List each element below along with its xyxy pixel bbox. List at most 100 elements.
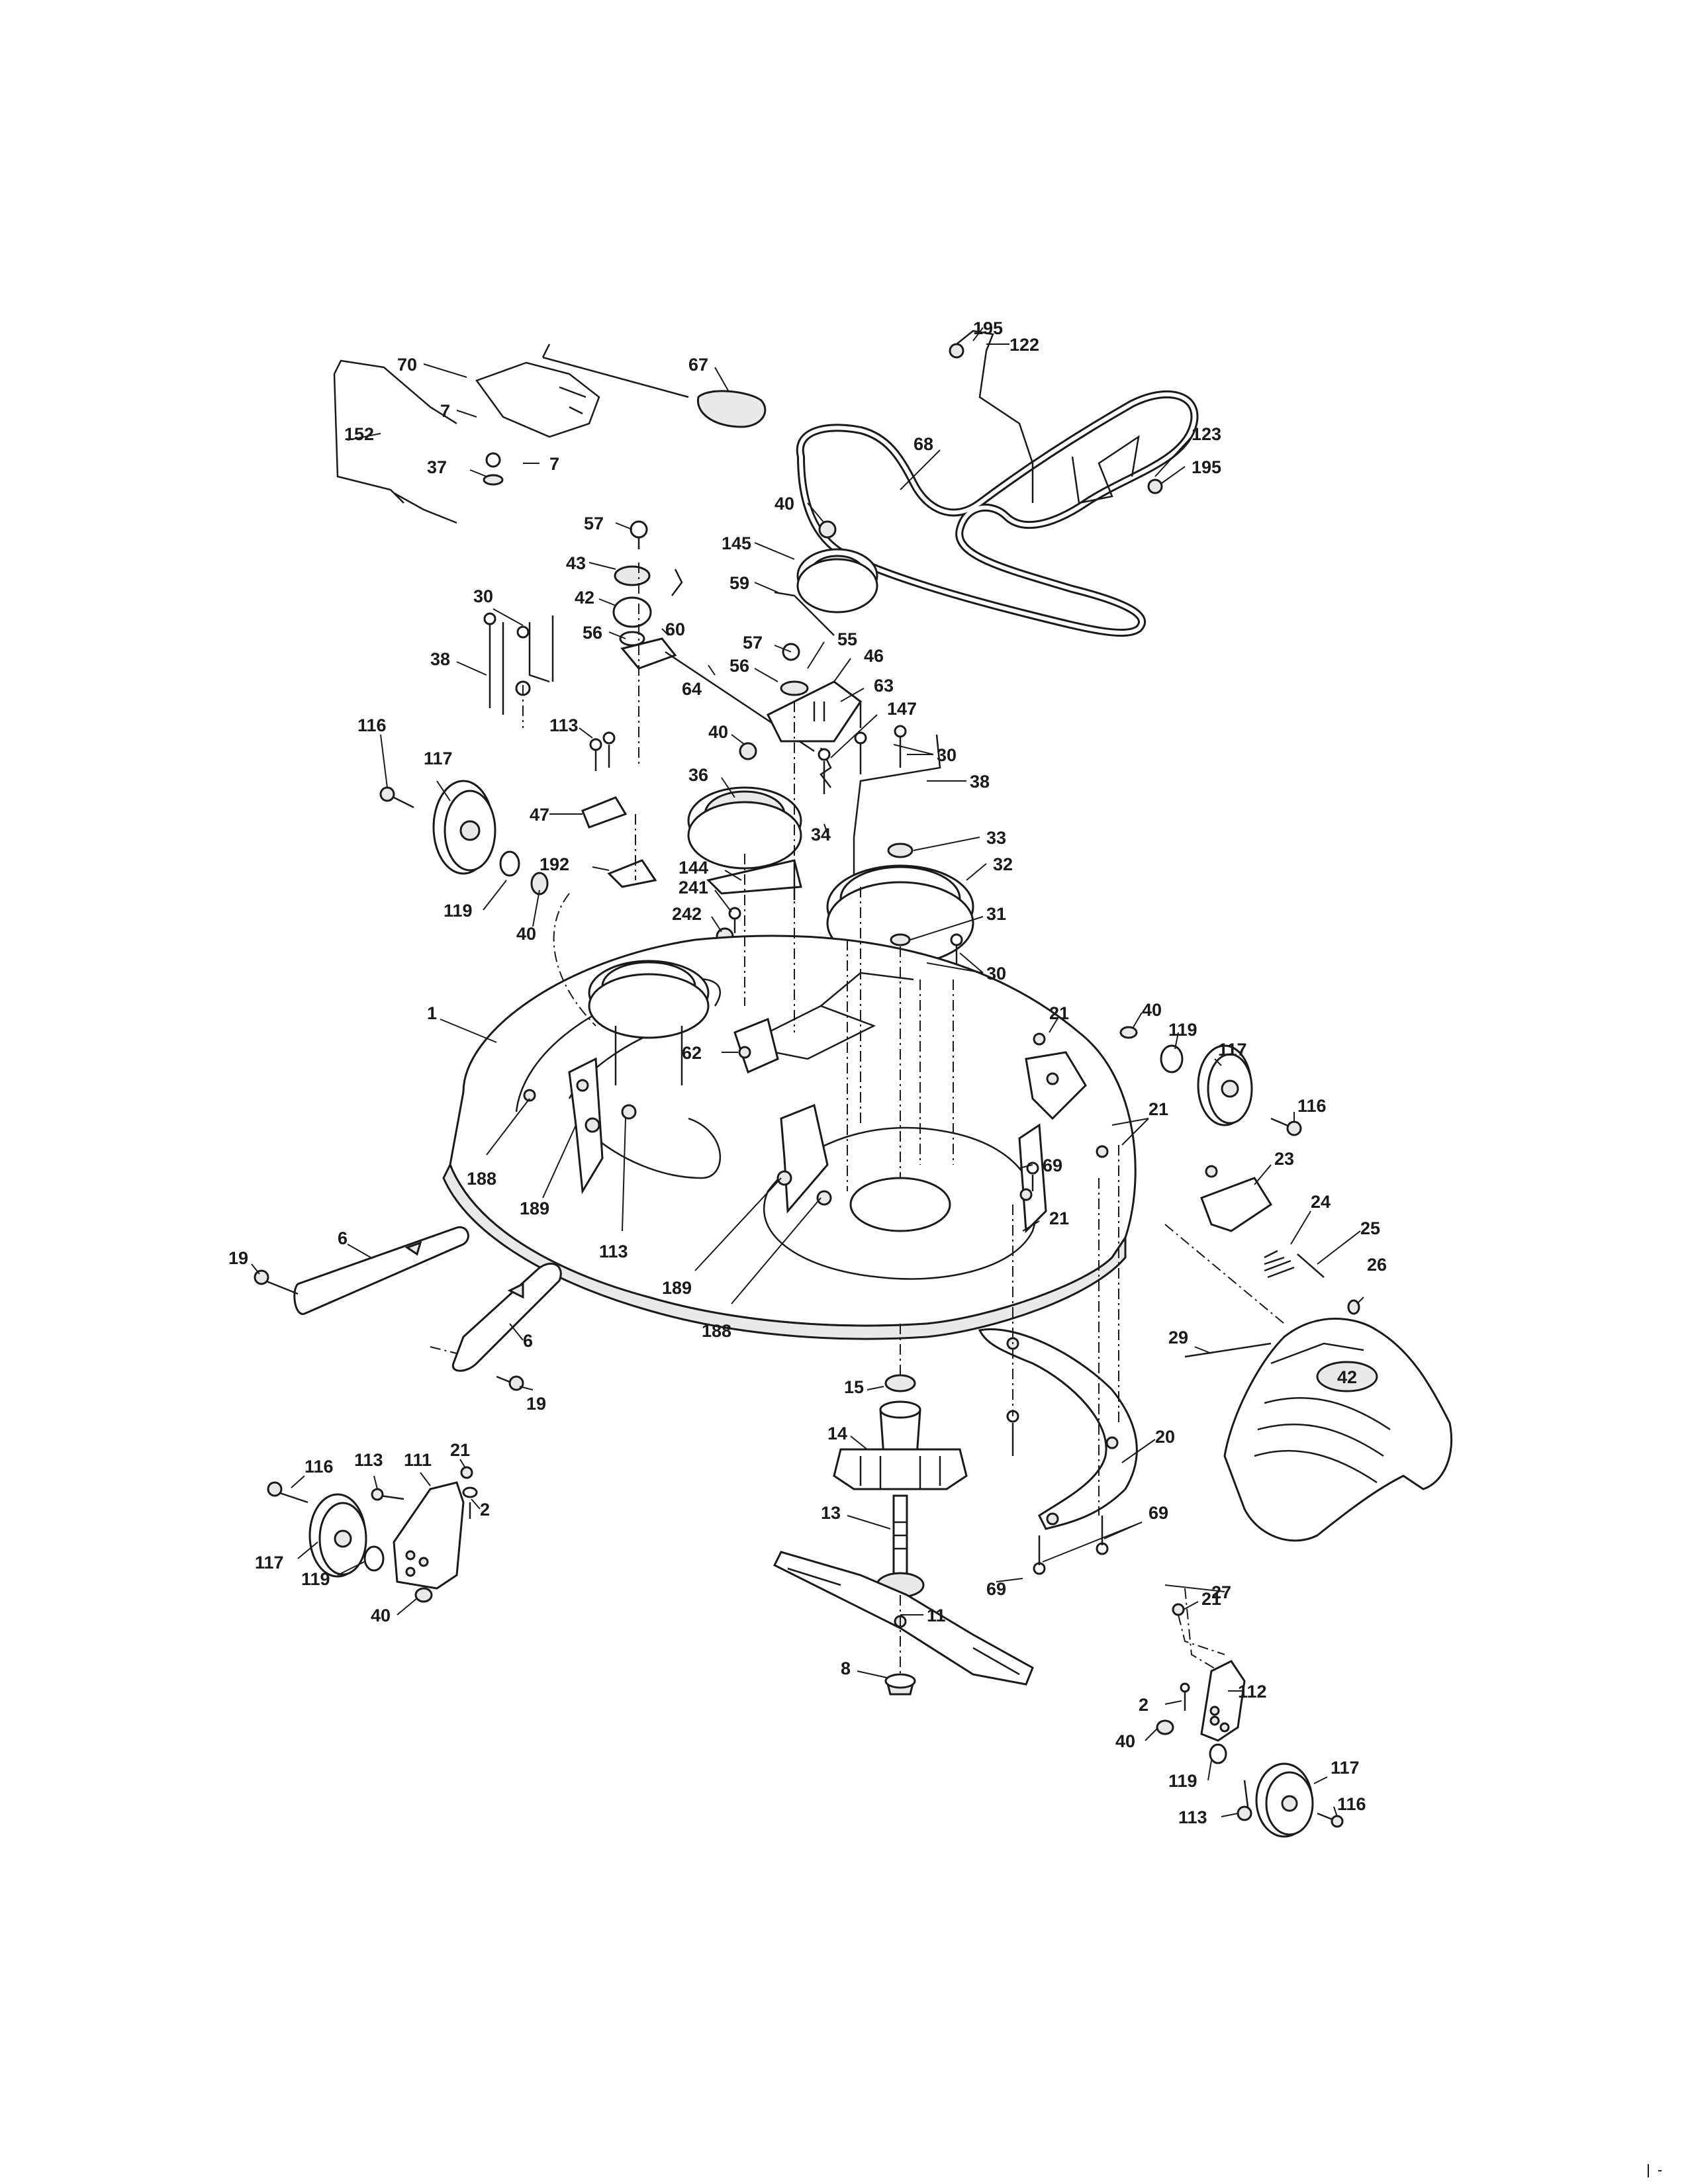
callout-56-right: 56 — [729, 656, 749, 676]
callout-56-left: 56 — [583, 623, 602, 643]
callout-116-lower-right: 116 — [1337, 1794, 1366, 1814]
callout-147: 147 — [887, 699, 917, 719]
callout-21-lower-right: 21 — [1201, 1589, 1221, 1609]
callout-116-lower-left: 116 — [305, 1457, 334, 1477]
callout-40-right: 40 — [1142, 1000, 1162, 1020]
callout-111: 111 — [404, 1450, 432, 1470]
callout-195-top: 195 — [973, 318, 1003, 338]
callout-40-lower-right: 40 — [1115, 1731, 1135, 1751]
callout-122: 122 — [1009, 335, 1039, 355]
lift-knob — [696, 390, 767, 428]
callout-38-right: 38 — [970, 772, 990, 792]
callout-7-upper: 7 — [440, 401, 450, 421]
callout-69-lower: 69 — [1149, 1503, 1168, 1523]
idler-arm-lower — [766, 643, 863, 788]
deck-pulley-left — [588, 960, 710, 1085]
callout-42: 42 — [575, 588, 594, 608]
callout-195-right: 195 — [1192, 457, 1221, 477]
callout-64: 64 — [682, 679, 702, 699]
callout-24: 24 — [1311, 1192, 1331, 1212]
callout-37: 37 — [427, 457, 447, 477]
callout-8: 8 — [841, 1659, 851, 1678]
callout-6-lower: 6 — [523, 1331, 533, 1351]
callout-63: 63 — [874, 676, 894, 696]
callout-7-lower: 7 — [549, 454, 559, 474]
drive-belt — [796, 390, 1199, 637]
callout-36: 36 — [688, 765, 708, 785]
callouts: 195 122 70 67 7 7 152 37 68 123 195 40 5… — [228, 318, 1387, 1827]
callout-113-lower-left: 113 — [354, 1450, 383, 1470]
callout-117-upper: 117 — [424, 749, 453, 768]
callout-21-top: 21 — [1049, 1003, 1069, 1023]
gauge-wheel-upper-left — [379, 780, 549, 895]
callout-241: 241 — [679, 878, 708, 897]
callout-242: 242 — [672, 904, 702, 924]
callout-145: 145 — [722, 533, 751, 553]
callout-29: 29 — [1168, 1328, 1188, 1347]
callout-20: 20 — [1155, 1427, 1175, 1447]
callout-30-lower: 30 — [986, 964, 1006, 983]
callout-30-mid: 30 — [937, 745, 957, 765]
callout-15: 15 — [844, 1377, 864, 1397]
callout-47: 47 — [530, 805, 549, 825]
callout-30-left: 30 — [473, 586, 493, 606]
callout-57-upper: 57 — [584, 514, 604, 533]
callout-33: 33 — [986, 828, 1006, 848]
callout-2-lower-left: 2 — [480, 1500, 490, 1520]
callout-117-lower-right: 117 — [1331, 1758, 1360, 1778]
baffle-20 — [978, 1328, 1138, 1530]
callout-116-upper: 116 — [357, 715, 387, 735]
spindle-assembly — [833, 1374, 968, 1598]
callout-144: 144 — [679, 858, 708, 878]
callout-116-right: 116 — [1297, 1096, 1327, 1116]
side-bracket-lower — [430, 1262, 562, 1391]
callout-119-lower-right: 119 — [1168, 1771, 1197, 1791]
callout-26: 26 — [1367, 1255, 1387, 1275]
leader-lines — [251, 327, 1364, 1817]
belt-keepers — [949, 330, 1163, 504]
callout-6-upper: 6 — [338, 1228, 348, 1248]
callout-34: 34 — [811, 825, 831, 844]
lift-link-assembly — [333, 343, 689, 524]
callout-69-left: 69 — [986, 1579, 1006, 1599]
gauge-wheel-lower-right — [1156, 1603, 1344, 1838]
callout-60: 60 — [665, 619, 685, 639]
gauge-wheel-lower-left — [267, 1466, 478, 1603]
idler-pulley-upper — [796, 520, 878, 614]
callout-1: 1 — [427, 1003, 437, 1023]
callout-119-right: 119 — [1168, 1020, 1197, 1040]
callout-112: 112 — [1238, 1682, 1267, 1702]
callout-2-lower-right: 2 — [1139, 1695, 1149, 1715]
gauge-wheel-right — [1119, 1026, 1302, 1136]
callout-117-lower-left: 117 — [255, 1553, 284, 1572]
callout-43: 43 — [566, 553, 586, 573]
callout-69-deck: 69 — [1043, 1156, 1062, 1175]
callout-189-right: 189 — [662, 1278, 692, 1298]
callout-46: 46 — [864, 646, 884, 666]
callout-27: 27 — [1211, 1582, 1231, 1602]
callout-188-right: 188 — [702, 1321, 731, 1341]
corner-mark — [1648, 2164, 1662, 2177]
callout-70: 70 — [397, 355, 417, 375]
callout-62: 62 — [682, 1043, 702, 1063]
callout-117-right: 117 — [1218, 1040, 1247, 1060]
bracket-right — [818, 725, 941, 887]
callout-23: 23 — [1274, 1149, 1294, 1169]
callout-68: 68 — [914, 434, 933, 454]
callout-13: 13 — [821, 1503, 841, 1523]
callout-188-left: 188 — [467, 1169, 496, 1189]
callout-14: 14 — [827, 1424, 847, 1443]
callout-21-lower-left: 21 — [450, 1440, 470, 1460]
callout-32: 32 — [993, 854, 1013, 874]
callout-40-left: 40 — [516, 924, 536, 944]
callout-40-lower-left: 40 — [371, 1606, 391, 1625]
callout-11: 11 — [927, 1606, 946, 1625]
callout-57-lower: 57 — [743, 633, 763, 653]
callout-189-left: 189 — [520, 1199, 549, 1218]
deck-bracket-192 — [581, 731, 657, 888]
callout-40-upper: 40 — [774, 494, 794, 514]
mower-blade — [773, 1551, 1034, 1696]
callout-19-lower: 19 — [526, 1394, 546, 1414]
callout-38-left: 38 — [430, 649, 450, 669]
